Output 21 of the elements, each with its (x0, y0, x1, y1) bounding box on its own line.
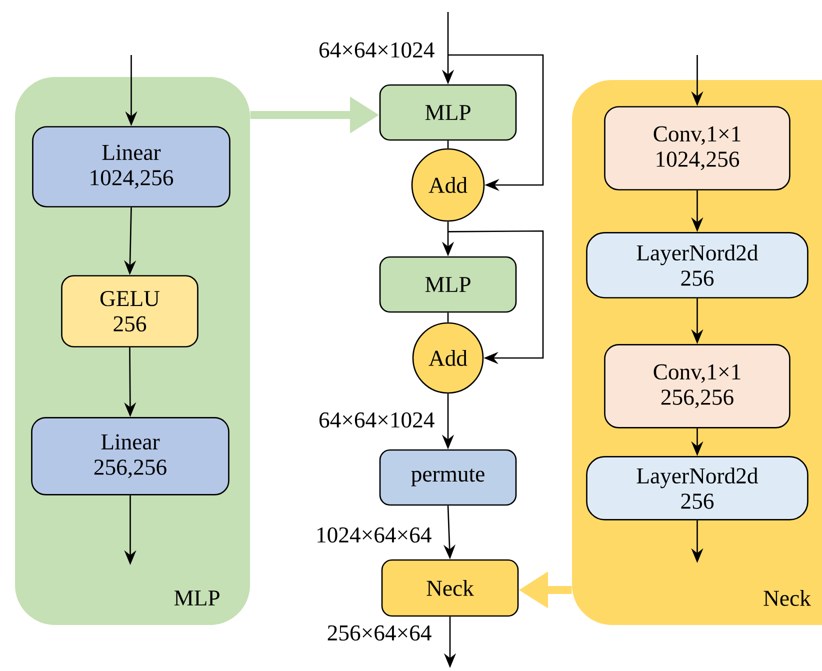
panel-title: Neck (764, 590, 811, 606)
process-box: Linear 256,256 (31, 417, 230, 496)
process-box: LayerNord2d 256 (586, 232, 808, 298)
process-box: MLP (379, 256, 517, 313)
process-box: LayerNord2d 256 (586, 456, 808, 520)
process-box: permute (379, 449, 517, 506)
process-box: GELU 256 (61, 275, 198, 348)
process-box: Neck (381, 559, 519, 617)
arrow (448, 54, 544, 192)
arrow (448, 230, 544, 364)
process-box: Conv,1×1 1024,256 (604, 106, 790, 190)
dimension-label: 64×64×1024 (319, 412, 434, 428)
dimension-label: 64×64×1024 (319, 42, 434, 58)
connector-line (447, 140, 449, 148)
process-box: Linear 1024,256 (32, 126, 230, 208)
dimension-label: 1024×64×64 (318, 527, 432, 543)
panel-title: MLP (174, 590, 220, 606)
connector-line (447, 312, 449, 322)
process-box: Conv,1×1 256,256 (604, 344, 790, 428)
process-box: MLP (379, 84, 517, 141)
dimension-label: 256×64×64 (328, 625, 432, 641)
